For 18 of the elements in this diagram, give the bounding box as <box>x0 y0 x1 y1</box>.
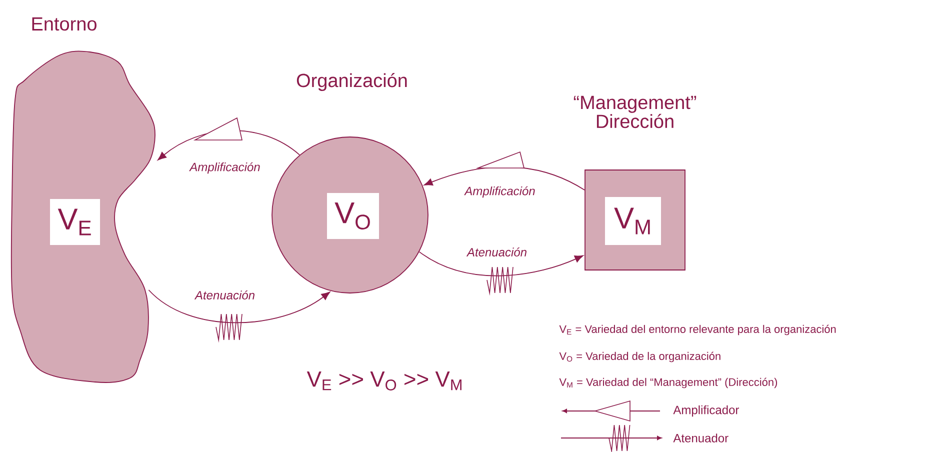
edge-label: Amplificación <box>189 162 260 174</box>
heading: “Management” Dirección <box>574 96 696 128</box>
variety-label: V$_{O}$ <box>327 193 379 239</box>
legend-text: Atenuador <box>673 434 728 442</box>
variety-label: V$_{M}$ <box>605 197 661 245</box>
edge-label: Atenuación <box>466 248 526 256</box>
legend-text: Amplificador <box>673 405 740 417</box>
arrow <box>418 251 584 276</box>
arrow <box>148 290 330 324</box>
edge-label: Atenuación <box>194 290 254 300</box>
heading: Entorno <box>32 17 96 31</box>
edge-label: Amplificación <box>464 186 535 198</box>
formula-text: V$_{E}$ >> V$_{O}$ >> V$_{M}$ <box>306 372 462 390</box>
legend-text: V$_{O}$ = Variedad de la organización <box>559 352 720 362</box>
variety-label: V$_{E}$ <box>50 199 100 245</box>
heading: Organización <box>296 73 407 91</box>
legend-text: V$_{E}$ = Variedad del entorno relevante para la organización <box>559 324 836 336</box>
legend-text: V$_{M}$ = Variedad del “Management” (Dirección) <box>559 378 778 388</box>
